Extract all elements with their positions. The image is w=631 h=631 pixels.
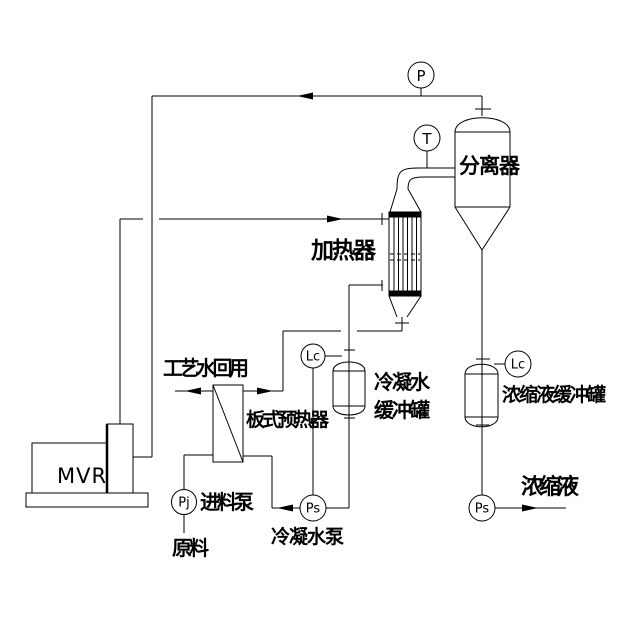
tank-dome-top	[464, 363, 499, 375]
instrument-circle	[407, 61, 435, 89]
feed-pump-tag: Pj	[178, 496, 189, 511]
tank-walls	[464, 374, 499, 417]
flow-arrow-right	[327, 215, 343, 223]
separator-vessel	[454, 96, 511, 251]
flow-arrow-right	[522, 504, 538, 512]
duct-inner	[407, 176, 455, 190]
level-concentrate-tag: Lc	[511, 358, 525, 373]
heater-vessel	[388, 188, 422, 331]
heater-label: 加热器	[311, 238, 376, 264]
mvr-unit	[25, 423, 149, 508]
tube-sheet-top	[388, 211, 422, 218]
temperature-indicator: T	[413, 124, 441, 168]
concentrate-outlet-label: 浓缩液	[521, 475, 579, 500]
duct-outer	[396, 167, 455, 190]
concentrate-buffer-tank	[464, 363, 499, 495]
condensate-pump-tag: Ps	[306, 502, 321, 517]
tube-sheet-bottom	[388, 290, 422, 297]
mvr-compressor-box	[106, 423, 134, 494]
instrument-circle	[504, 350, 532, 378]
flow-arrow-right	[257, 387, 273, 395]
condensate-buffer-tank	[326, 361, 366, 509]
plate-preheater	[212, 384, 244, 463]
level-condensate-tag: Lc	[306, 350, 320, 365]
vessel-walls	[454, 132, 511, 207]
vapor-line-to-mvr	[133, 95, 482, 458]
mvr-base-skid	[25, 492, 149, 508]
condensate-pump: Ps	[243, 455, 327, 522]
condensate-drain-line	[344, 280, 383, 362]
heater-top-cone	[389, 188, 422, 213]
instrument-circle	[413, 124, 441, 152]
mvr-motor-box	[31, 442, 108, 494]
concentrate-drop-line	[476, 250, 490, 367]
heater-baffle-lines	[390, 253, 420, 261]
vapor-duct	[396, 167, 455, 190]
condensate-pump-label: 冷凝水泵	[271, 526, 344, 548]
temperature-indicator-tag: T	[421, 130, 432, 148]
heater-shell-walls	[388, 217, 422, 291]
flow-arrow-left	[185, 387, 201, 395]
vessel-seams	[455, 131, 510, 208]
feed-pump-label: 进料泵	[200, 490, 254, 514]
concentrate-pump-tag: Ps	[475, 502, 490, 517]
concentrate-tank-label: 浓缩液缓冲罐	[502, 384, 606, 406]
condensate-tank-label-line2: 缓冲罐	[374, 398, 430, 422]
flow-arrow-left	[297, 92, 313, 100]
pressure-indicator-tag: P	[416, 67, 425, 85]
tank-walls	[332, 371, 366, 406]
raw-material-label: 原料	[172, 536, 209, 560]
heater-bottom-cone	[388, 295, 422, 318]
process-water-reuse-label: 工艺水回用	[163, 356, 249, 380]
separator-label: 分离器	[459, 154, 520, 178]
condensate-tank-label-line1: 冷凝水	[374, 370, 430, 394]
vessel-cone	[454, 206, 511, 251]
plate-preheater-label: 板式预热器	[246, 409, 329, 431]
pump-circle	[171, 489, 197, 515]
level-controller-concentrate: Lc	[494, 350, 532, 378]
vessel-dome	[454, 117, 511, 133]
mvr-steam-line	[119, 213, 389, 424]
feed-pump: Pj	[171, 454, 213, 533]
mvr-label: MVR	[57, 464, 108, 488]
level-controller-condensate: Lc	[300, 343, 342, 495]
pressure-indicator: P	[407, 61, 435, 96]
preheater-diagonal	[212, 384, 244, 463]
flow-arrow-left	[277, 504, 293, 512]
